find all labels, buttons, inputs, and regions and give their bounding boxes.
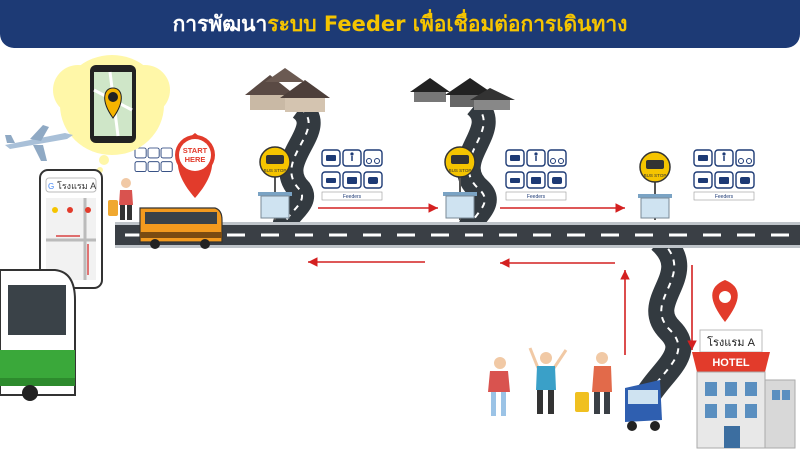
bus-stop-2: BUS STOP	[443, 146, 477, 220]
tourists-icon	[488, 347, 612, 416]
airplane-icon	[5, 125, 73, 161]
winding-road-2	[456, 95, 497, 233]
map-pin-icon	[104, 87, 122, 119]
flow-arrows	[308, 203, 697, 355]
hotel-name-sign: โรงแรม A	[707, 335, 755, 349]
feeder-panel	[321, 149, 383, 201]
feeder-label: Feeders	[343, 194, 362, 200]
main-road	[115, 222, 800, 248]
traveler-icon	[108, 178, 133, 220]
title-part-2: ระบบ Feeder เพื่อเชื่อมต่อการเดินทาง	[267, 11, 628, 36]
start-label-line2: HERE	[185, 155, 206, 164]
bus-stop-label: BUS STOP	[449, 168, 472, 173]
phone-app: G โรงแรม A	[39, 169, 103, 289]
bus-stop-3: BUS STOP	[638, 151, 672, 220]
map-pin-icon	[712, 280, 738, 322]
bus-stop-label: BUS STOP	[264, 168, 287, 173]
title-part-1: การพัฒนา	[172, 11, 268, 36]
start-label-line1: START	[183, 146, 208, 155]
smartphone-map	[90, 65, 136, 143]
winding-road-1	[272, 98, 321, 234]
houses-icon	[245, 68, 330, 112]
feeder-label: Feeders	[715, 194, 734, 200]
phone-search-text: โรงแรม A	[57, 181, 96, 191]
tuk-tuk-icon	[625, 380, 662, 431]
bus-stop-label: BUS STOP	[644, 173, 667, 178]
bus-stop-1: BUS STOP	[258, 146, 292, 220]
hotel-building: โรงแรม A HOTEL	[692, 329, 796, 449]
bus-icon	[0, 269, 76, 401]
feeder-panel-small	[134, 147, 173, 172]
hotel-label: HOTEL	[712, 357, 750, 369]
bus-icon	[139, 207, 223, 249]
start-here-pin: START HERE	[175, 133, 215, 198]
svg-text:G: G	[48, 182, 54, 191]
feeder-label: Feeders	[527, 194, 546, 200]
title-banner: การพัฒนา ระบบ Feeder เพื่อเชื่อมต่อการเด…	[0, 0, 800, 48]
houses-icon	[410, 78, 515, 110]
